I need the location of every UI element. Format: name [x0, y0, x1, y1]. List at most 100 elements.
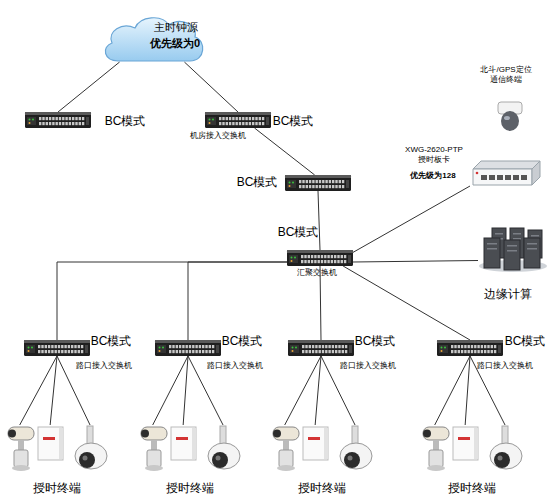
switch-port [339, 185, 341, 188]
network-link [184, 62, 238, 112]
switch-port [81, 350, 83, 353]
switch-port [321, 255, 323, 258]
device-port [481, 175, 487, 180]
status-led [476, 172, 479, 175]
node-label: 路口接入交换机 [200, 361, 270, 370]
switch-port [59, 122, 61, 125]
switch-body [288, 340, 354, 356]
switch-port [69, 122, 71, 125]
antenna-dome [501, 111, 519, 131]
switch-port [72, 122, 74, 125]
node-shape [288, 340, 354, 356]
switch-port [68, 345, 70, 348]
switch-port [72, 117, 74, 120]
access-switch: BC模式路口接入交换机 [288, 340, 354, 356]
switch-top [155, 340, 221, 343]
switch-port [209, 350, 211, 353]
network-link [320, 266, 321, 340]
node-label: XWG-2620-PTP 授时板卡 [398, 145, 470, 165]
clock-source-cloud: 主时钟源优先级为0 [98, 12, 206, 62]
server-slot [495, 233, 503, 235]
switch-port [304, 255, 306, 258]
switch-port [255, 122, 257, 125]
switch-port [262, 117, 264, 120]
switch-port [312, 185, 314, 188]
node-label: BC模式 [350, 334, 400, 349]
switch-port [52, 117, 54, 120]
switch-port [491, 345, 493, 348]
switch-port [58, 345, 60, 348]
switch-port [226, 117, 228, 120]
switch-port [252, 117, 254, 120]
node-shape [437, 340, 503, 356]
node-label: BC模式 [95, 114, 155, 129]
switch-port [302, 185, 304, 188]
switch-port [322, 185, 324, 188]
switch-port [56, 117, 58, 120]
switch-port [46, 117, 48, 120]
server-tower [524, 238, 540, 268]
node-label: BC模式 [263, 114, 323, 129]
node-label: 路口接入交换机 [470, 361, 540, 370]
switch-port [212, 350, 214, 353]
switch-port [262, 122, 264, 125]
switch-panel [27, 117, 36, 125]
switch-module [266, 117, 269, 125]
switch-port [199, 345, 201, 348]
server-slot [507, 250, 517, 252]
switch-port [316, 185, 318, 188]
switch-port [62, 117, 64, 120]
switch-port [329, 185, 331, 188]
status-led [441, 350, 443, 352]
switch-port [229, 122, 231, 125]
status-led [444, 347, 446, 349]
switch-port [312, 350, 314, 353]
switch-port [202, 350, 204, 353]
status-led [289, 185, 291, 187]
switch-port [306, 180, 308, 183]
switch-panel [290, 345, 299, 353]
switch-body [25, 112, 91, 128]
switch-port [249, 122, 251, 125]
switch-port [339, 180, 341, 183]
switch-port [205, 345, 207, 348]
switch-port [71, 350, 73, 353]
status-led [292, 347, 294, 349]
switch-port [229, 117, 231, 120]
switch-module [346, 180, 349, 188]
switch-port [461, 345, 463, 348]
switch-port [324, 260, 326, 263]
bc-switch: BC模式 [285, 175, 351, 191]
switch-port [335, 350, 337, 353]
switch-port [312, 345, 314, 348]
switch-port [474, 345, 476, 348]
switch-port [484, 345, 486, 348]
switch-port [74, 350, 76, 353]
switch-port [189, 345, 191, 348]
switch-port [311, 255, 313, 258]
switch-port [454, 350, 456, 353]
status-led [159, 350, 161, 352]
switch-port [299, 180, 301, 183]
switch-top [24, 340, 90, 343]
switch-port [179, 345, 181, 348]
switch-port [222, 117, 224, 120]
switch-port [309, 345, 311, 348]
switch-port [494, 345, 496, 348]
switch-port [42, 122, 44, 125]
switch-port [242, 117, 244, 120]
node-label: 主时钟源 [136, 21, 216, 35]
switch-port [302, 350, 304, 353]
switch-port [468, 350, 470, 353]
switch-port [176, 345, 178, 348]
switch-port [329, 180, 331, 183]
switch-port [172, 350, 174, 353]
switch-body [287, 250, 353, 266]
switch-port [245, 122, 247, 125]
switch-port [464, 345, 466, 348]
switch-port [55, 350, 57, 353]
switch-port [48, 345, 50, 348]
switch-port [236, 117, 238, 120]
switch-port [309, 185, 311, 188]
